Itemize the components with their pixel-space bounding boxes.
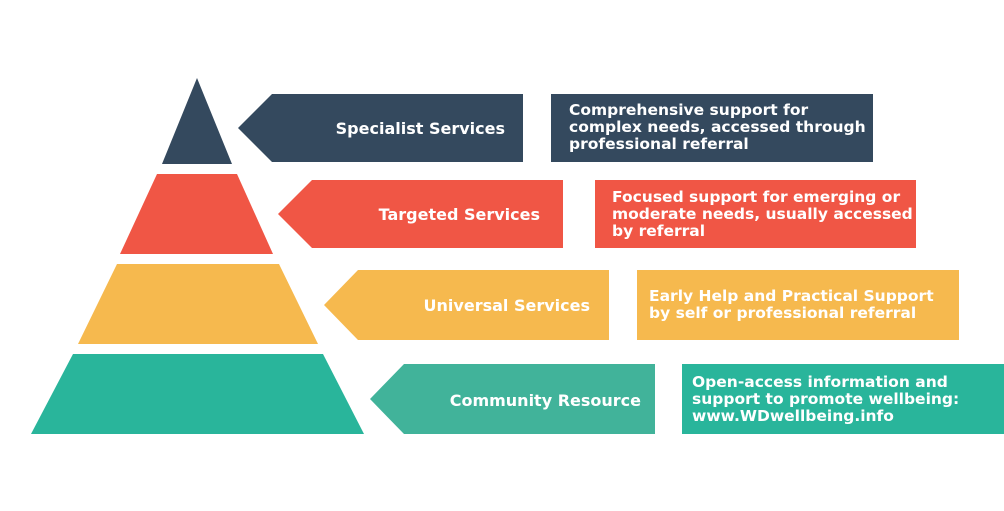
- description-box-community: [682, 364, 1004, 434]
- description-box-specialist: [551, 94, 873, 162]
- description-text-targeted: Focused support for emerging or moderate…: [612, 189, 912, 240]
- arrow-banner-targeted: [278, 180, 563, 248]
- pyramid-layer-specialist: [162, 78, 232, 164]
- pyramid-layer-universal: [78, 264, 318, 344]
- tier-label-universal: Universal Services: [424, 296, 590, 315]
- description-text-universal: Early Help and Practical Support by self…: [649, 288, 934, 322]
- arrow-banner-universal: [324, 270, 609, 340]
- arrow-banner-specialist: [238, 94, 523, 162]
- description-box-universal: [637, 270, 959, 340]
- description-text-community: Open-access information and support to p…: [692, 374, 960, 425]
- pyramid-layer-targeted: [120, 174, 273, 254]
- pyramid-layer-community: [31, 354, 364, 434]
- tier-label-community: Community Resource: [450, 391, 641, 410]
- description-text-specialist: Comprehensive support for complex needs,…: [569, 102, 866, 153]
- tier-label-targeted: Targeted Services: [379, 205, 540, 224]
- arrow-banner-community: [370, 364, 655, 434]
- tier-label-specialist: Specialist Services: [336, 119, 505, 138]
- description-box-targeted: [595, 180, 916, 248]
